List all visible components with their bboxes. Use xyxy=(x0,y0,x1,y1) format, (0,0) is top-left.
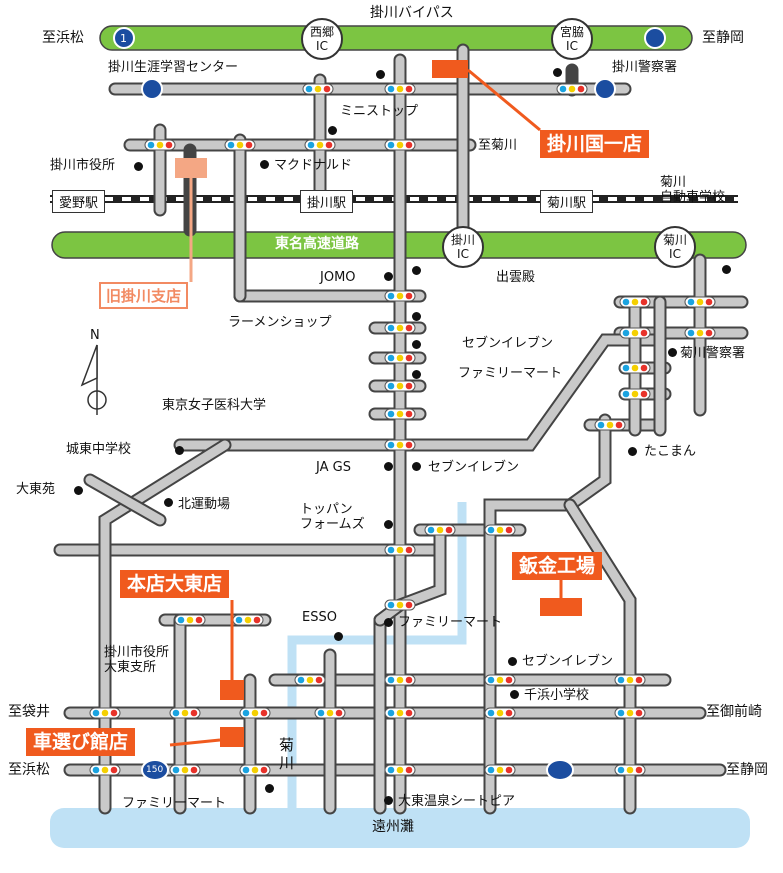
kokuichi-marker xyxy=(432,60,468,78)
esso-label: ESSO xyxy=(302,610,337,625)
onsen-label: 大東温泉シートピア xyxy=(398,794,516,809)
twmu-label: 東京女子医科大学 xyxy=(162,398,267,413)
road-network xyxy=(53,43,749,815)
river-label: 菊 川 xyxy=(279,736,295,772)
driving-school-label: 菊川 自動車学校 xyxy=(660,175,726,205)
bankin-label: 鈑金工場 xyxy=(512,552,603,580)
route1-left-label: 至浜松 xyxy=(42,30,84,46)
cityhall-label: 掛川市役所 xyxy=(50,158,116,173)
north-label: N xyxy=(90,328,100,343)
seven3-label: セブンイレブン xyxy=(522,654,614,669)
seven2-label: セブンイレブン xyxy=(428,460,520,475)
bypass-label: 掛川バイパス xyxy=(370,5,454,21)
kakegawa-ic: 掛川 IC xyxy=(442,226,484,268)
police-kakegawa-label: 掛川警察署 xyxy=(612,60,678,75)
old-branch-marker xyxy=(175,158,207,178)
sea-area xyxy=(50,808,750,848)
route1-shield xyxy=(113,27,666,100)
sea-label: 遠州灘 xyxy=(372,819,414,835)
honten-label: 本店大東店 xyxy=(120,570,230,598)
old-branch-label: 旧掛川支店 xyxy=(99,282,189,309)
hokuun-label: 北運動場 xyxy=(178,497,231,512)
route150-number: 150 xyxy=(146,765,164,775)
route150-left-label: 至浜松 xyxy=(8,762,50,778)
family3-label: ファミリーマート xyxy=(122,796,227,811)
chihama-label: 千浜小学校 xyxy=(524,688,590,703)
jomo-label: JOMO xyxy=(320,270,356,285)
izumo-label: 出雲殿 xyxy=(496,270,536,285)
aino-station: 愛野駅 xyxy=(52,190,106,213)
shogai-label: 掛川生涯学習センター xyxy=(108,60,239,75)
daito-branch-label: 掛川市役所 大東支所 xyxy=(104,645,170,675)
toppan-label: トッパン フォームズ xyxy=(300,502,365,532)
miyawaki-ic: 宮脇 IC xyxy=(551,18,593,60)
joto-jhs-label: 城東中学校 xyxy=(66,442,132,457)
tomei-label: 東名高速道路 xyxy=(275,236,359,252)
compass-icon xyxy=(80,344,107,415)
bankin-marker xyxy=(540,598,582,616)
ministop-label: ミニストップ xyxy=(340,104,419,119)
kikugawa-station: 菊川駅 xyxy=(540,190,594,213)
kakegawa-station: 掛川駅 xyxy=(300,190,354,213)
takoman-label: たこまん xyxy=(644,444,697,459)
kokuichi-label: 掛川国一店 xyxy=(540,130,650,158)
honten-marker xyxy=(220,680,244,700)
bypass-road xyxy=(99,25,693,51)
mcdonalds-label: マクドナルド xyxy=(274,158,353,173)
kikugawa-ic: 菊川 IC xyxy=(654,226,696,268)
kikugawa-dir-label: 至菊川 xyxy=(478,138,518,153)
nishigo-ic: 西郷 IC xyxy=(301,18,343,60)
traffic-lights xyxy=(89,83,716,776)
daitoen-label: 大東苑 xyxy=(16,482,56,497)
seven1-label: セブンイレブン xyxy=(462,336,554,351)
ja-gs-label: JA GS xyxy=(316,460,351,475)
kurumaerabi-marker xyxy=(220,727,244,747)
ramen-label: ラーメンショップ xyxy=(228,315,332,330)
west-end-label: 至袋井 xyxy=(8,704,50,720)
family1-label: ファミリーマート xyxy=(458,366,563,381)
route150-shield xyxy=(141,759,574,781)
route150-right-label: 至静岡 xyxy=(726,762,768,778)
police-kikugawa-label: 菊川警察署 xyxy=(680,346,746,361)
kurumaerabi-label: 車選び館店 xyxy=(26,728,136,756)
east-end-label: 至御前崎 xyxy=(706,704,762,720)
family2-label: ファミリーマート xyxy=(398,615,503,630)
route1-number: 1 xyxy=(120,32,127,45)
route1-right-label: 至静岡 xyxy=(702,30,744,46)
